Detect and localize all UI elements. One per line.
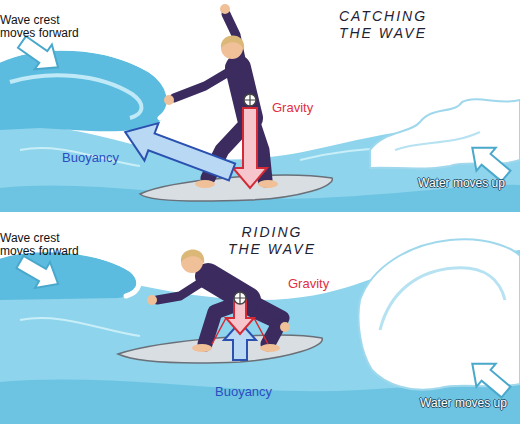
gravity-guide [212,318,268,344]
surfer-hand [220,4,230,14]
center-of-mass [234,292,246,304]
motion-note: Water moves up [420,396,507,410]
motion-note: Water moves up [418,176,505,190]
water-motion-arrow [463,352,516,403]
water-streak [20,148,140,166]
force-label: Gravity [288,276,329,291]
surfer-foot [260,344,280,352]
surfer-hand [147,295,157,305]
force-label: Buoyancy [62,150,119,165]
surfer-foot [258,180,278,188]
crest-foam [0,48,169,118]
water-streak [20,318,140,336]
surfboard [118,335,322,363]
foam-line [380,268,505,330]
foam-line [395,132,480,150]
wave-crest [0,50,169,131]
crest-curl [10,75,142,118]
surfer-foot [192,344,212,352]
surfer-hand [280,322,290,332]
surfer-arm [174,70,232,98]
panel-heading: CATCHING THE WAVE [326,8,440,42]
center-of-mass [244,94,256,106]
gravity-arrow [226,300,254,334]
whitewater [370,99,520,169]
wave-crest [0,252,136,300]
center-of-mass [234,292,246,304]
motion-note: Wave crest moves forward [0,232,88,258]
whitewater [359,239,520,389]
surfboard [140,175,332,201]
gravity-arrow [233,108,267,188]
surfer-hand [164,95,174,105]
force-label: Gravity [272,100,313,115]
surfer-hair [221,36,244,51]
motion-note: Wave crest moves forward [0,14,88,40]
surfer-foot [195,180,215,188]
panel-heading: RIDING THE WAVE [222,224,322,258]
buoyancy-arrow [118,113,239,190]
force-label: Buoyancy [215,384,272,399]
center-of-mass [244,94,256,106]
surfer-arm [157,280,205,300]
surfer-hair [181,250,204,265]
